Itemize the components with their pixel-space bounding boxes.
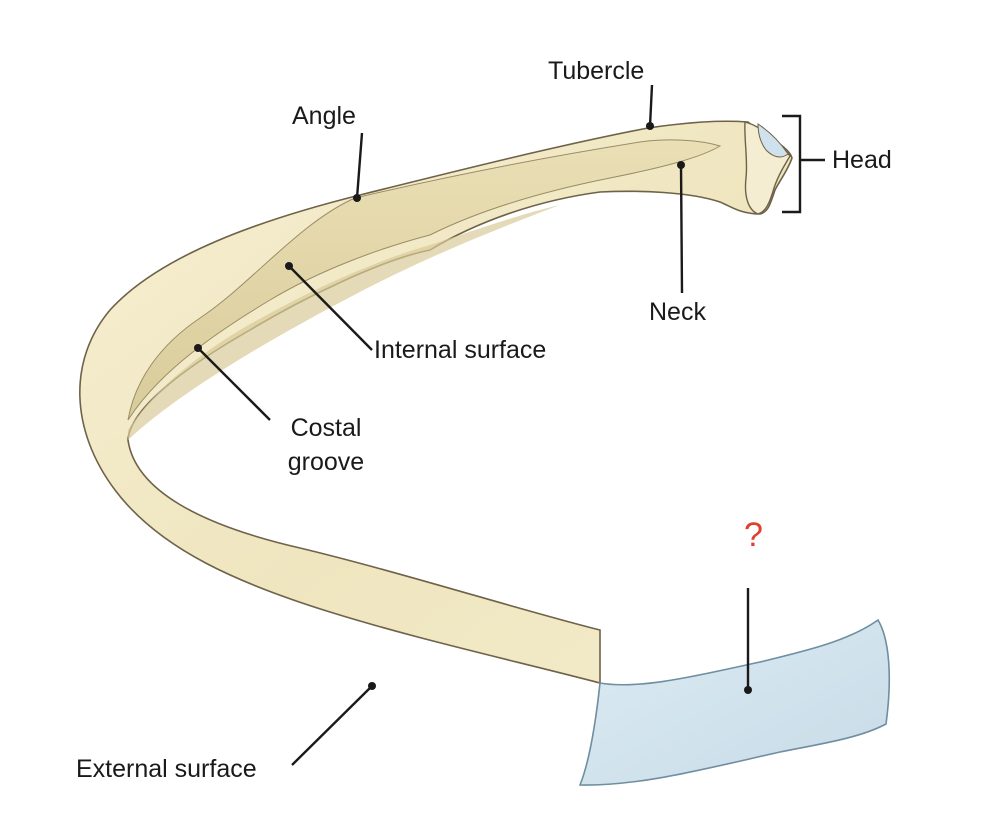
internal-surface-dot [285, 262, 293, 270]
internal-surface-leader [288, 265, 373, 351]
angle-label: Angle [292, 102, 356, 130]
unknown-structure-label: ? [744, 516, 763, 554]
costal-groove-label-line1: Costal [290, 414, 362, 442]
internal-surface-label: Internal surface [374, 336, 547, 364]
neck-leader [679, 164, 684, 294]
external-surface-leader [291, 685, 373, 766]
head-label: Head [832, 146, 892, 174]
leader-lines [197, 84, 825, 766]
costal-groove-label: Costal groove [278, 412, 374, 480]
inner-surface-band [127, 139, 722, 421]
rib-head-facet [757, 123, 789, 158]
costal-cartilage [578, 618, 891, 786]
head-bracket [782, 114, 802, 214]
external-surface-dot [368, 682, 376, 690]
unknown-dot [744, 686, 752, 694]
angle-dot [353, 194, 361, 202]
costal-groove-leader [197, 347, 271, 421]
neck-dot [677, 161, 685, 169]
neck-label: Neck [649, 298, 706, 326]
tubercle-dot [646, 122, 654, 130]
tubercle-leader [648, 84, 654, 127]
tubercle-label: Tubercle [548, 57, 645, 85]
external-surface-label: External surface [76, 755, 257, 783]
costal-groove-dot [194, 344, 202, 352]
angle-leader [355, 132, 364, 199]
leader-dots [194, 122, 752, 694]
costal-groove-label-line2: groove [287, 447, 365, 476]
